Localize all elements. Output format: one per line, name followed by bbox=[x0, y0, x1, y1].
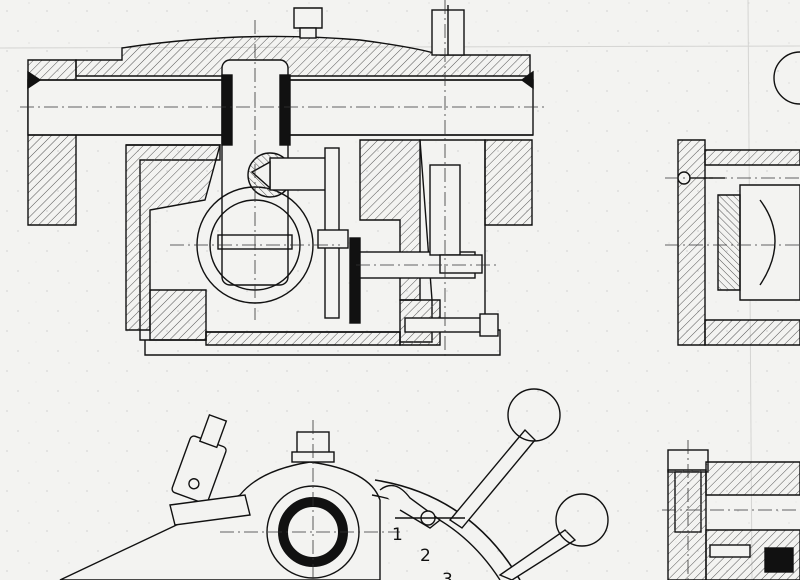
ball-knob-2 bbox=[555, 493, 609, 547]
callout-1: 1 bbox=[392, 525, 403, 545]
right-flange bbox=[484, 139, 533, 226]
bottom-elevation-view bbox=[59, 388, 609, 580]
callouts: 1 2 3 bbox=[392, 525, 453, 580]
bottom-right-section bbox=[667, 449, 800, 580]
callout-3: 3 bbox=[442, 570, 453, 580]
ball-knob-top-right bbox=[773, 51, 800, 105]
ball-knob-1 bbox=[507, 388, 561, 442]
top-nut bbox=[293, 7, 323, 29]
right-section-view bbox=[677, 51, 800, 346]
centerlines-top bbox=[20, 0, 545, 360]
callout-2: 2 bbox=[420, 546, 431, 566]
